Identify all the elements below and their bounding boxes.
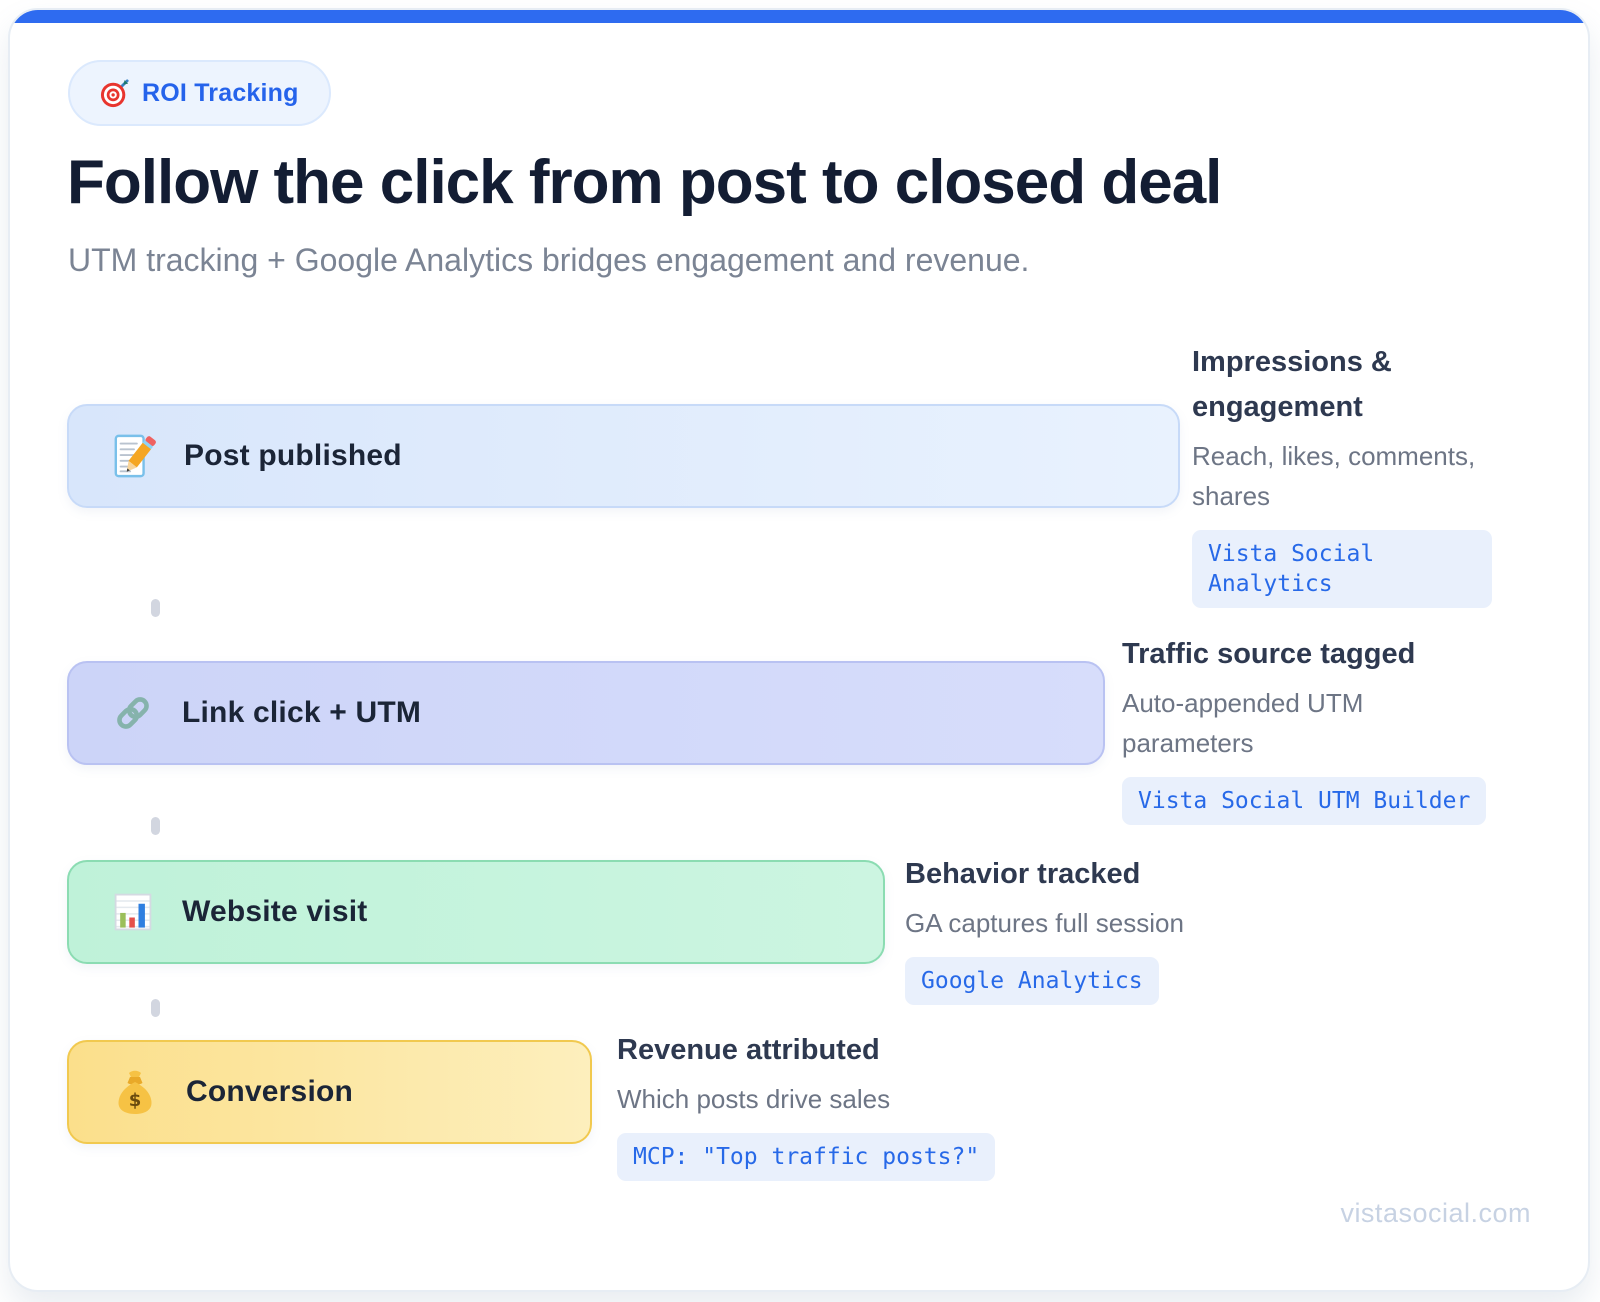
funnel-step-label: Post published	[184, 439, 402, 472]
note-desc: GA captures full session	[905, 908, 1184, 938]
bar-chart-icon	[111, 890, 155, 934]
memo-icon	[111, 433, 157, 479]
note-impressions-engagement: Impressions & engagement Reach, likes, c…	[1192, 340, 1522, 608]
note-desc: Which posts drive sales	[617, 1084, 891, 1114]
funnel-step-conversion: $ Conversion	[67, 1040, 592, 1144]
connector-dash	[151, 817, 160, 835]
note-title: Behavior tracked	[905, 858, 1141, 890]
note-desc: Auto-appended UTM parameters	[1122, 688, 1364, 758]
funnel-step-label: Link click + UTM	[182, 696, 422, 729]
note-traffic-source-tagged: Traffic source tagged Auto-appended UTM …	[1122, 632, 1487, 825]
connector-dash	[151, 999, 160, 1017]
note-desc: Reach, likes, comments, shares	[1192, 441, 1476, 511]
note-title: Traffic source tagged	[1122, 638, 1416, 670]
page-subtitle: UTM tracking + Google Analytics bridges …	[68, 242, 1030, 278]
note-title: Revenue attributed	[617, 1034, 880, 1066]
brand-watermark: vistasocial.com	[1340, 1198, 1531, 1228]
money-bag-icon: $	[111, 1068, 159, 1116]
connector-dash	[151, 599, 160, 617]
chip-google-analytics: Google Analytics	[905, 957, 1159, 1005]
funnel-step-post-published: Post published	[67, 404, 1180, 508]
note-revenue-attributed: Revenue attributed Which posts drive sal…	[617, 1028, 997, 1181]
svg-text:$: $	[129, 1090, 142, 1111]
link-icon	[111, 691, 155, 735]
chip-vista-social-analytics: Vista Social Analytics	[1192, 530, 1492, 608]
funnel-step-website-visit: Website visit	[67, 860, 885, 964]
infographic-card: ROI Tracking Follow the click from post …	[8, 8, 1590, 1292]
chip-mcp-top-traffic-posts: MCP: "Top traffic posts?"	[617, 1133, 996, 1181]
chip-vista-social-utm-builder: Vista Social UTM Builder	[1122, 777, 1487, 825]
target-icon	[100, 78, 130, 108]
roi-tracking-badge: ROI Tracking	[68, 60, 331, 126]
note-title: Impressions & engagement	[1192, 346, 1392, 423]
funnel-step-label: Conversion	[186, 1075, 354, 1108]
badge-label: ROI Tracking	[142, 78, 299, 107]
funnel-step-label: Website visit	[182, 895, 368, 928]
top-accent-strip	[10, 10, 1588, 23]
note-behavior-tracked: Behavior tracked GA captures full sessio…	[905, 852, 1250, 1005]
page-title: Follow the click from post to closed dea…	[67, 148, 1222, 217]
funnel-step-link-click: Link click + UTM	[67, 661, 1105, 765]
